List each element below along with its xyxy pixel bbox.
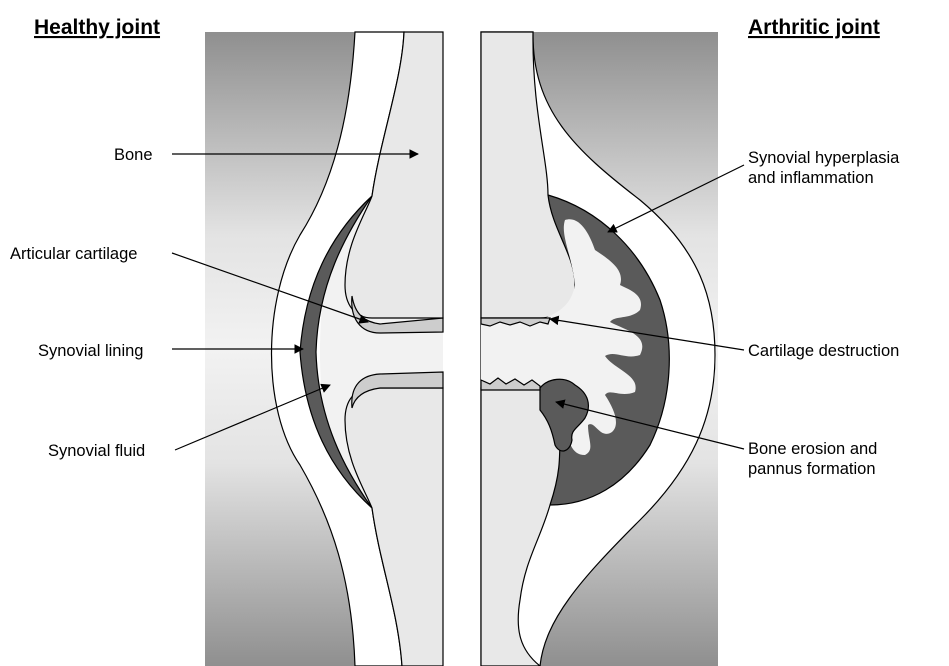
label-articular-cartilage: Articular cartilage [10,245,137,263]
label-synovial-fluid: Synovial fluid [48,442,145,460]
label-bone-erosion-line2: pannus formation [748,460,876,478]
healthy-joint-heading: Healthy joint [34,16,160,39]
label-bone-erosion-line1: Bone erosion and [748,440,877,458]
label-synovial-hyperplasia-line1: Synovial hyperplasia [748,149,900,167]
label-cartilage-destruction: Cartilage destruction [748,342,899,360]
arthritic-joint-heading: Arthritic joint [748,16,880,39]
label-synovial-hyperplasia-line2: and inflammation [748,169,874,187]
arthritic-joint-panel [481,32,718,666]
label-bone: Bone [114,146,153,164]
label-synovial-lining: Synovial lining [38,342,143,360]
